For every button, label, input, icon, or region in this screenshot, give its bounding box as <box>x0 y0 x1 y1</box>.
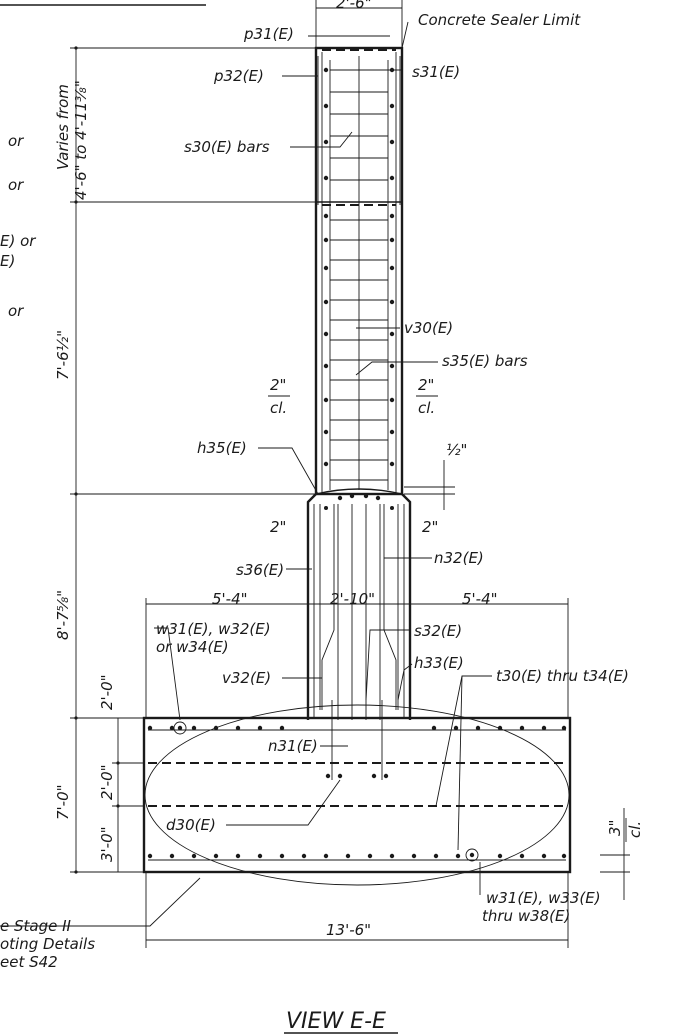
label-d30: d30(E) <box>166 816 216 834</box>
label-s31: s31(E) <box>412 63 460 81</box>
pedestal-right-clear: 2" <box>422 518 438 536</box>
label-n32: n32(E) <box>434 549 484 567</box>
label-s32: s32(E) <box>414 622 462 640</box>
footing <box>142 700 572 886</box>
view-title: VIEW E-E <box>286 1009 386 1034</box>
clear-3-value: 3" <box>606 820 624 836</box>
label-h33: h33(E) <box>414 654 464 672</box>
dim-13-6: 13'-6" <box>326 921 371 939</box>
dim-2-0-lower: 2'-0" <box>98 764 116 800</box>
clear-right-value: 2" <box>418 376 434 394</box>
left-note-5: or <box>8 302 24 320</box>
clear-right-unit: cl. <box>418 399 435 417</box>
label-w31-w32-w34-line2: or w34(E) <box>156 638 229 656</box>
see-note-line3: eet S42 <box>0 953 58 971</box>
dim-7-6-half: 7'-6½" <box>54 330 72 380</box>
pedestal-left-clear: 2" <box>270 518 286 536</box>
see-note-line1: e Stage II <box>0 917 72 935</box>
label-w31-w33-w38-line1: w31(E), w33(E) <box>486 889 601 907</box>
dim-5-4-right: 5'-4" <box>462 590 498 608</box>
left-note-4: E) <box>0 252 15 270</box>
left-note-3: E) or <box>0 232 36 250</box>
dim-2-0-upper: 2'-0" <box>98 674 116 710</box>
dimension-lines <box>70 0 630 948</box>
dim-varies-line1: Varies from <box>54 84 72 170</box>
half-inch-dim: ½" <box>446 441 467 459</box>
left-note-1: or <box>8 132 24 150</box>
top-dimension: 2'-6" <box>336 0 372 12</box>
dim-5-4-left: 5'-4" <box>212 590 248 608</box>
dim-7-0: 7'-0" <box>54 784 72 820</box>
dim-3-0: 3'-0" <box>98 826 116 862</box>
label-s35: s35(E) bars <box>442 352 528 370</box>
dim-2-10: 2'-10" <box>330 590 375 608</box>
label-w31-w33-w38-line2: thru w38(E) <box>482 907 570 925</box>
leader-lines <box>0 21 492 927</box>
column-upper <box>314 46 404 496</box>
see-note-line2: oting Details <box>0 935 95 953</box>
column-pedestal <box>306 488 412 720</box>
label-w31-w32-w34-line1: w31(E), w32(E) <box>156 620 271 638</box>
left-note-2: or <box>8 176 24 194</box>
label-n31: n31(E) <box>268 737 318 755</box>
clear-left-value: 2" <box>270 376 286 394</box>
label-h35: h35(E) <box>197 439 247 457</box>
clear-3-unit: cl. <box>626 821 644 838</box>
label-v32: v32(E) <box>222 669 271 687</box>
label-p31: p31(E) <box>243 25 294 43</box>
label-t30-t34: t30(E) thru t34(E) <box>496 667 629 685</box>
clear-left-unit: cl. <box>270 399 287 417</box>
label-s30: s30(E) bars <box>184 138 270 156</box>
dim-varies-line2: 4'-6" to 4'-11⅜" <box>72 80 90 200</box>
label-v30: v30(E) <box>404 319 453 337</box>
label-s36: s36(E) <box>236 561 284 579</box>
sealer-limit-label: Concrete Sealer Limit <box>418 11 581 29</box>
dimension-ticks <box>74 46 120 874</box>
dim-8-7-5-8: 8'-7⅝" <box>54 590 72 640</box>
label-p32: p32(E) <box>213 67 264 85</box>
